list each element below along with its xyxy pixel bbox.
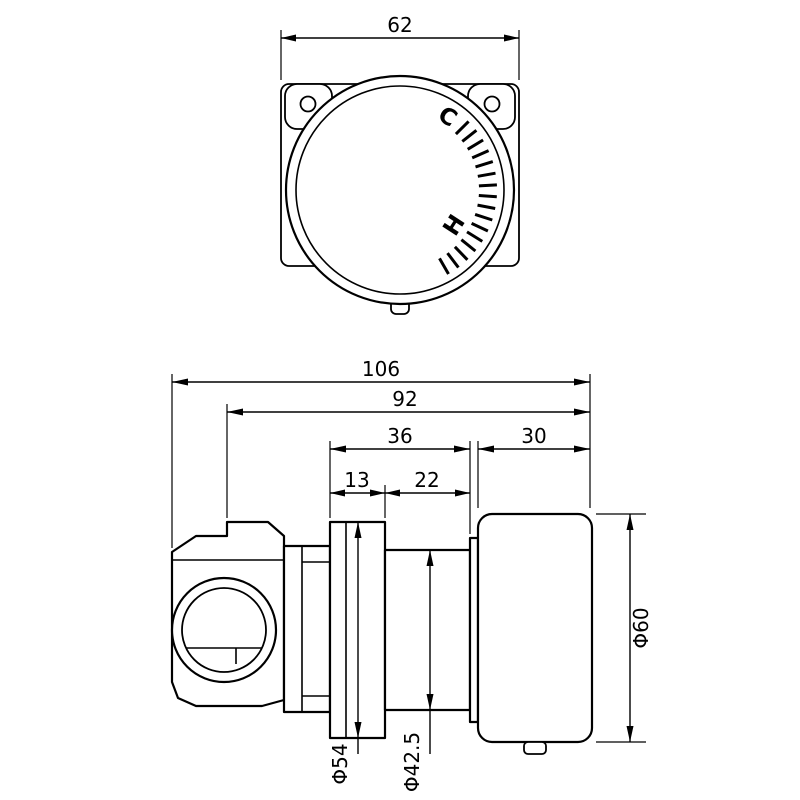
dia-60-label: Φ60 bbox=[629, 607, 653, 648]
dimension-13: 13 bbox=[330, 468, 385, 497]
dim-13-label: 13 bbox=[344, 468, 369, 492]
dimension-106: 106 bbox=[172, 357, 590, 386]
dimension-36: 36 bbox=[330, 424, 470, 453]
side-view: 106 92 36 30 13 bbox=[170, 357, 653, 792]
knob-outer-circle bbox=[284, 74, 516, 306]
dim-36-label: 36 bbox=[387, 424, 412, 448]
front-view: 62 C bbox=[280, 13, 520, 315]
dia-42-5-label: Φ42.5 bbox=[400, 732, 424, 792]
dim-92-label: 92 bbox=[392, 387, 417, 411]
arrowhead-right bbox=[504, 34, 519, 42]
knob-bottom-tab bbox=[523, 741, 547, 755]
valve-body bbox=[170, 520, 286, 708]
cartridge-housing bbox=[282, 544, 332, 714]
screw-hole-right bbox=[483, 95, 501, 113]
dimension-dia-54: Φ54 bbox=[328, 522, 362, 785]
knob-inner-circle bbox=[295, 85, 505, 295]
dimension-30: 30 bbox=[478, 424, 590, 453]
dimension-22: 22 bbox=[385, 468, 470, 497]
dimension-92: 92 bbox=[227, 387, 590, 416]
spacer-ring bbox=[468, 536, 480, 724]
sleeve bbox=[383, 548, 472, 712]
screw-hole-left bbox=[299, 95, 317, 113]
dimension-62: 62 bbox=[280, 13, 520, 80]
dimension-dia-60: Φ60 bbox=[596, 513, 653, 743]
knurled-knob bbox=[476, 512, 594, 755]
temperature-scale-ticks bbox=[438, 120, 497, 275]
arrowhead-left bbox=[281, 34, 296, 42]
dia-54-label: Φ54 bbox=[328, 743, 352, 784]
dim-30-label: 30 bbox=[521, 424, 546, 448]
dimension-dia-42-5: Φ42.5 bbox=[400, 550, 434, 792]
extension-lines bbox=[171, 374, 591, 548]
dim-62-label: 62 bbox=[387, 13, 412, 37]
dim-22-label: 22 bbox=[414, 468, 439, 492]
inlet-port-inner bbox=[181, 587, 267, 673]
dim-106-label: 106 bbox=[362, 357, 400, 381]
